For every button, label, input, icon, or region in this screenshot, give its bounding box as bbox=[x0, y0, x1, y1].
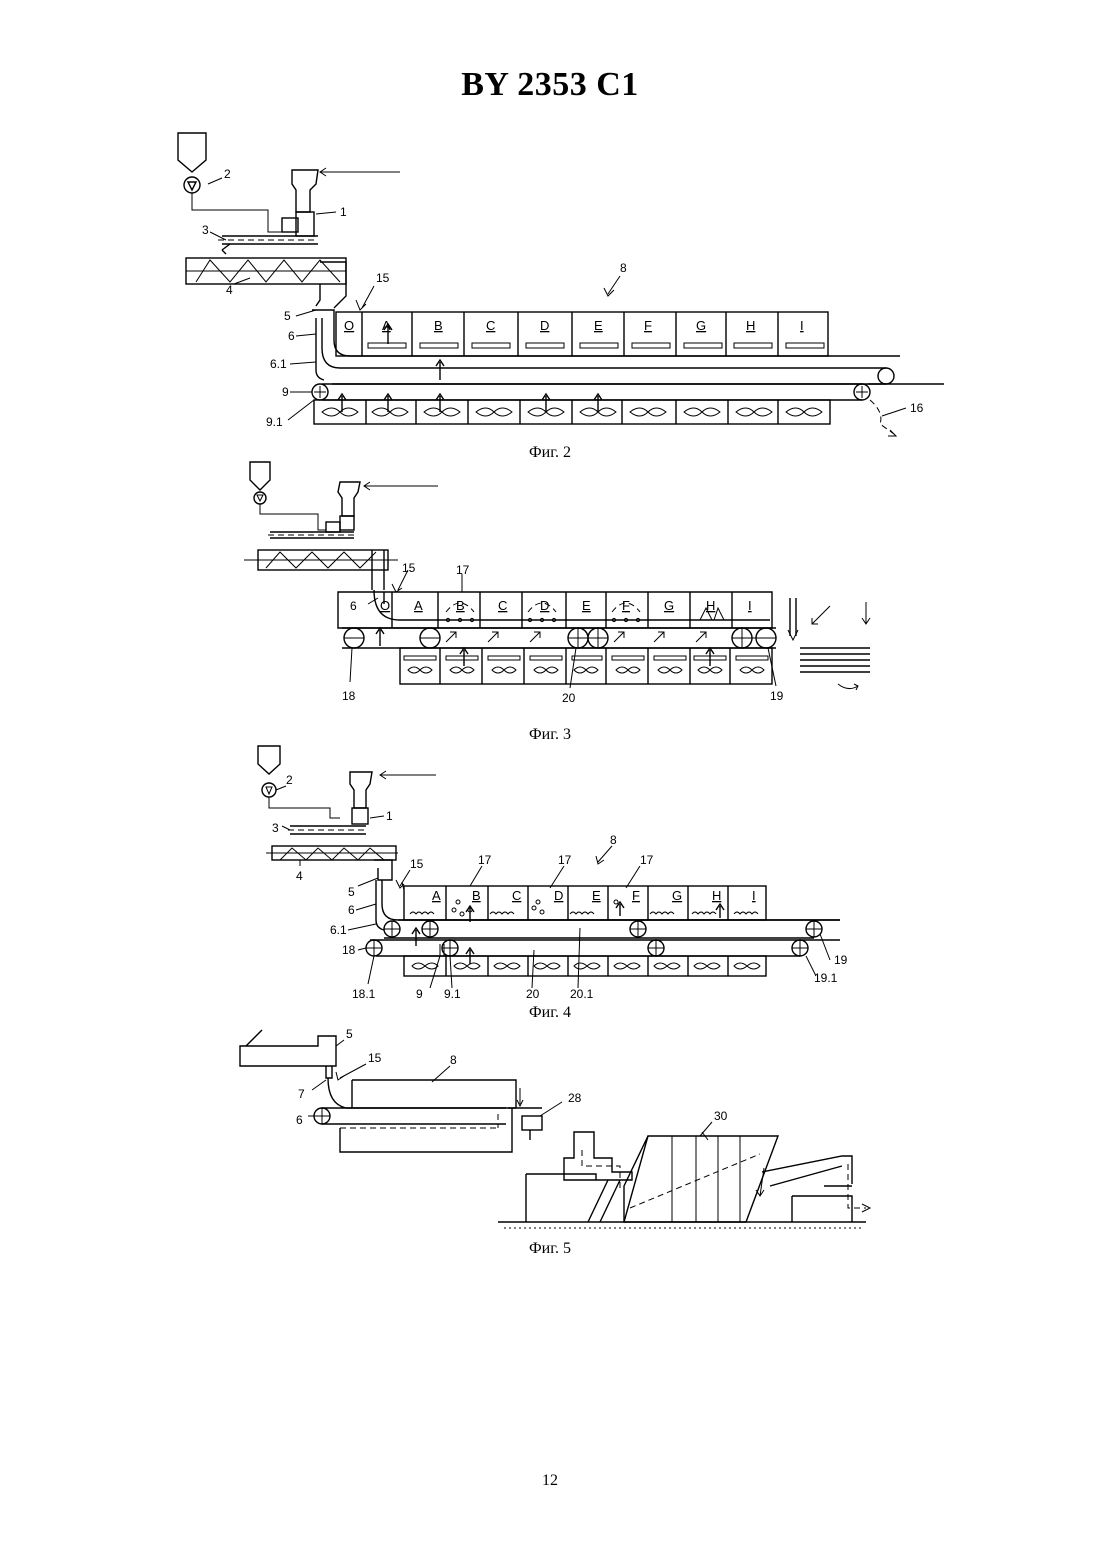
callout-label: 28 bbox=[568, 1091, 582, 1105]
callout-label: 8 bbox=[610, 833, 617, 847]
callout-label: 6 bbox=[348, 903, 355, 917]
callout-label: 19.1 bbox=[814, 971, 838, 985]
callout-label: 1 bbox=[340, 205, 347, 219]
zone-label: O bbox=[380, 598, 390, 613]
callout-label: 6 bbox=[350, 599, 357, 613]
zone-label: D bbox=[554, 888, 563, 903]
zone-label: G bbox=[696, 318, 706, 333]
zone-label: I bbox=[748, 598, 752, 613]
callout-label: 6 bbox=[296, 1113, 303, 1127]
callout-label: 18 bbox=[342, 689, 356, 703]
zone-label: F bbox=[632, 888, 640, 903]
figure-caption: Фиг. 4 bbox=[0, 1004, 1100, 1022]
callout-label: 16 bbox=[910, 401, 924, 415]
callout-label: 8 bbox=[450, 1053, 457, 1067]
zone-label: H bbox=[746, 318, 755, 333]
callout-label: 3 bbox=[272, 821, 279, 835]
zone-label: E bbox=[592, 888, 601, 903]
zone-label: I bbox=[800, 318, 804, 333]
zone-label: G bbox=[672, 888, 682, 903]
callout-label: 3 bbox=[202, 223, 209, 237]
zone-label: B bbox=[456, 598, 465, 613]
callout-label: 9.1 bbox=[444, 987, 461, 1001]
callout-label: 20.1 bbox=[570, 987, 594, 1001]
callout-label: 5 bbox=[284, 309, 291, 323]
zone-label: E bbox=[582, 598, 591, 613]
zone-label: D bbox=[540, 598, 549, 613]
callout-label: 17 bbox=[478, 853, 492, 867]
callout-label: 6.1 bbox=[330, 923, 347, 937]
zone-label: H bbox=[706, 598, 715, 613]
figure-caption: Фиг. 3 bbox=[0, 726, 1100, 744]
callout-label: 9 bbox=[282, 385, 289, 399]
callout-label: 4 bbox=[226, 283, 233, 297]
zone-label: F bbox=[644, 318, 652, 333]
zone-label: C bbox=[512, 888, 521, 903]
callout-label: 5 bbox=[346, 1027, 353, 1041]
callout-label: 19 bbox=[770, 689, 784, 703]
zone-label: A bbox=[414, 598, 423, 613]
zone-label: E bbox=[594, 318, 603, 333]
callout-label: 18.1 bbox=[352, 987, 376, 1001]
figure-5-drawing bbox=[240, 1030, 870, 1228]
callout-label: 1 bbox=[386, 809, 393, 823]
callout-label: 20 bbox=[562, 691, 576, 705]
zone-label: C bbox=[486, 318, 495, 333]
figure-2-zones: O A B C D E F G H I bbox=[344, 318, 804, 333]
figure-caption: Фиг. 2 bbox=[0, 444, 1100, 462]
callout-label: 17 bbox=[456, 563, 470, 577]
callout-label: 15 bbox=[368, 1051, 382, 1065]
callout-label: 17 bbox=[640, 853, 654, 867]
callout-label: 6.1 bbox=[270, 357, 287, 371]
zone-label: G bbox=[664, 598, 674, 613]
callout-label: 2 bbox=[224, 167, 231, 181]
callout-label: 15 bbox=[410, 857, 424, 871]
figure-caption: Фиг. 5 bbox=[0, 1240, 1100, 1258]
callout-label: 17 bbox=[558, 853, 572, 867]
callout-label: 20 bbox=[526, 987, 540, 1001]
zone-label: D bbox=[540, 318, 549, 333]
callout-label: 15 bbox=[376, 271, 390, 285]
callout-label: 30 bbox=[714, 1109, 728, 1123]
callout-label: 5 bbox=[348, 885, 355, 899]
page-number: 12 bbox=[0, 1472, 1100, 1490]
figure-4-zones: A B C D E F G H I bbox=[432, 888, 756, 903]
callout-label: 2 bbox=[286, 773, 293, 787]
zone-label: F bbox=[622, 598, 630, 613]
callout-label: 19 bbox=[834, 953, 848, 967]
callout-label: 9 bbox=[416, 987, 423, 1001]
zone-label: A bbox=[382, 318, 391, 333]
zone-label: O bbox=[344, 318, 354, 333]
figure-3-drawing bbox=[244, 462, 870, 690]
callout-label: 7 bbox=[298, 1087, 305, 1101]
callout-label: 6 bbox=[288, 329, 295, 343]
callout-label: 15 bbox=[402, 561, 416, 575]
callout-label: 18 bbox=[342, 943, 356, 957]
callout-label: 8 bbox=[620, 261, 627, 275]
callout-label: 4 bbox=[296, 869, 303, 883]
zone-label: C bbox=[498, 598, 507, 613]
zone-label: I bbox=[752, 888, 756, 903]
callout-label: 9.1 bbox=[266, 415, 283, 429]
zone-label: A bbox=[432, 888, 441, 903]
zone-label: B bbox=[434, 318, 443, 333]
figure-2-drawing bbox=[178, 133, 944, 436]
zone-label: H bbox=[712, 888, 721, 903]
zone-label: B bbox=[472, 888, 481, 903]
